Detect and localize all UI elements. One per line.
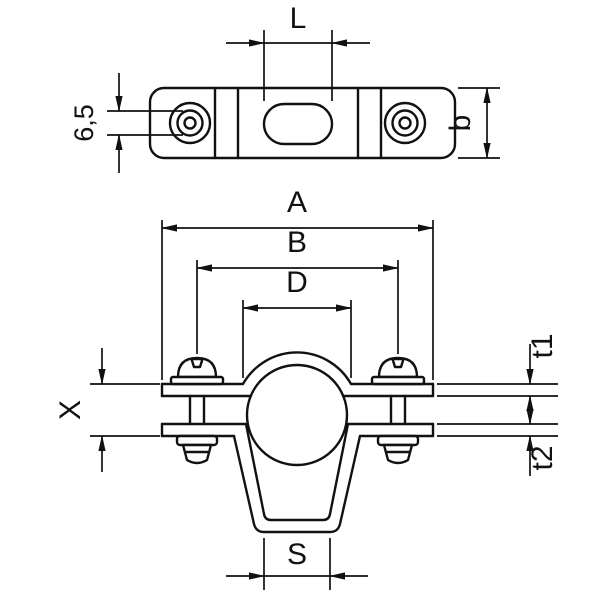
dim-label-L: L [290,2,307,35]
nut-right [376,434,420,465]
screw-front-right [370,356,426,426]
upper-strap-top [160,351,435,386]
center-slot [262,102,334,146]
screw-drive-mark-left [190,357,204,369]
dim-label-S: S [287,538,307,571]
dimension-X: X [54,348,160,472]
dimension-A: A [161,186,434,380]
foot-outer [232,434,362,534]
front-view: A B D X t1 [54,186,559,590]
dimension-b: b [444,87,500,159]
dim-label-6-5: 6,5 [69,104,99,142]
pipe-outline [245,363,349,467]
top-view: L 6,5 b [69,2,500,173]
nut-left [175,434,219,465]
screw-drive-mark-right [391,357,405,369]
dim-label-B: B [287,226,307,259]
dim-label-t2: t2 [526,445,559,470]
dim-label-X: X [54,400,87,420]
dim-label-t1: t1 [526,333,559,358]
dimension-t2: t2 [437,404,559,476]
dimension-hole: 6,5 [69,73,183,173]
dimension-D: D [242,266,352,378]
lower-bracket [160,422,435,438]
screw-top-right [383,101,427,145]
dim-label-A: A [287,186,307,219]
foot-inner [244,422,350,522]
dim-label-b: b [444,115,477,132]
screw-front-left [169,356,225,426]
dimension-L: L [226,2,370,101]
clamp-body-top [148,86,457,160]
clamp-body-front [160,351,435,534]
stirrup-foot [232,422,362,534]
dimension-t1: t1 [437,333,559,420]
dim-label-D: D [286,266,308,299]
dimension-S: S [226,538,368,590]
dimension-B: B [196,226,399,354]
screw-top-left [168,101,212,145]
